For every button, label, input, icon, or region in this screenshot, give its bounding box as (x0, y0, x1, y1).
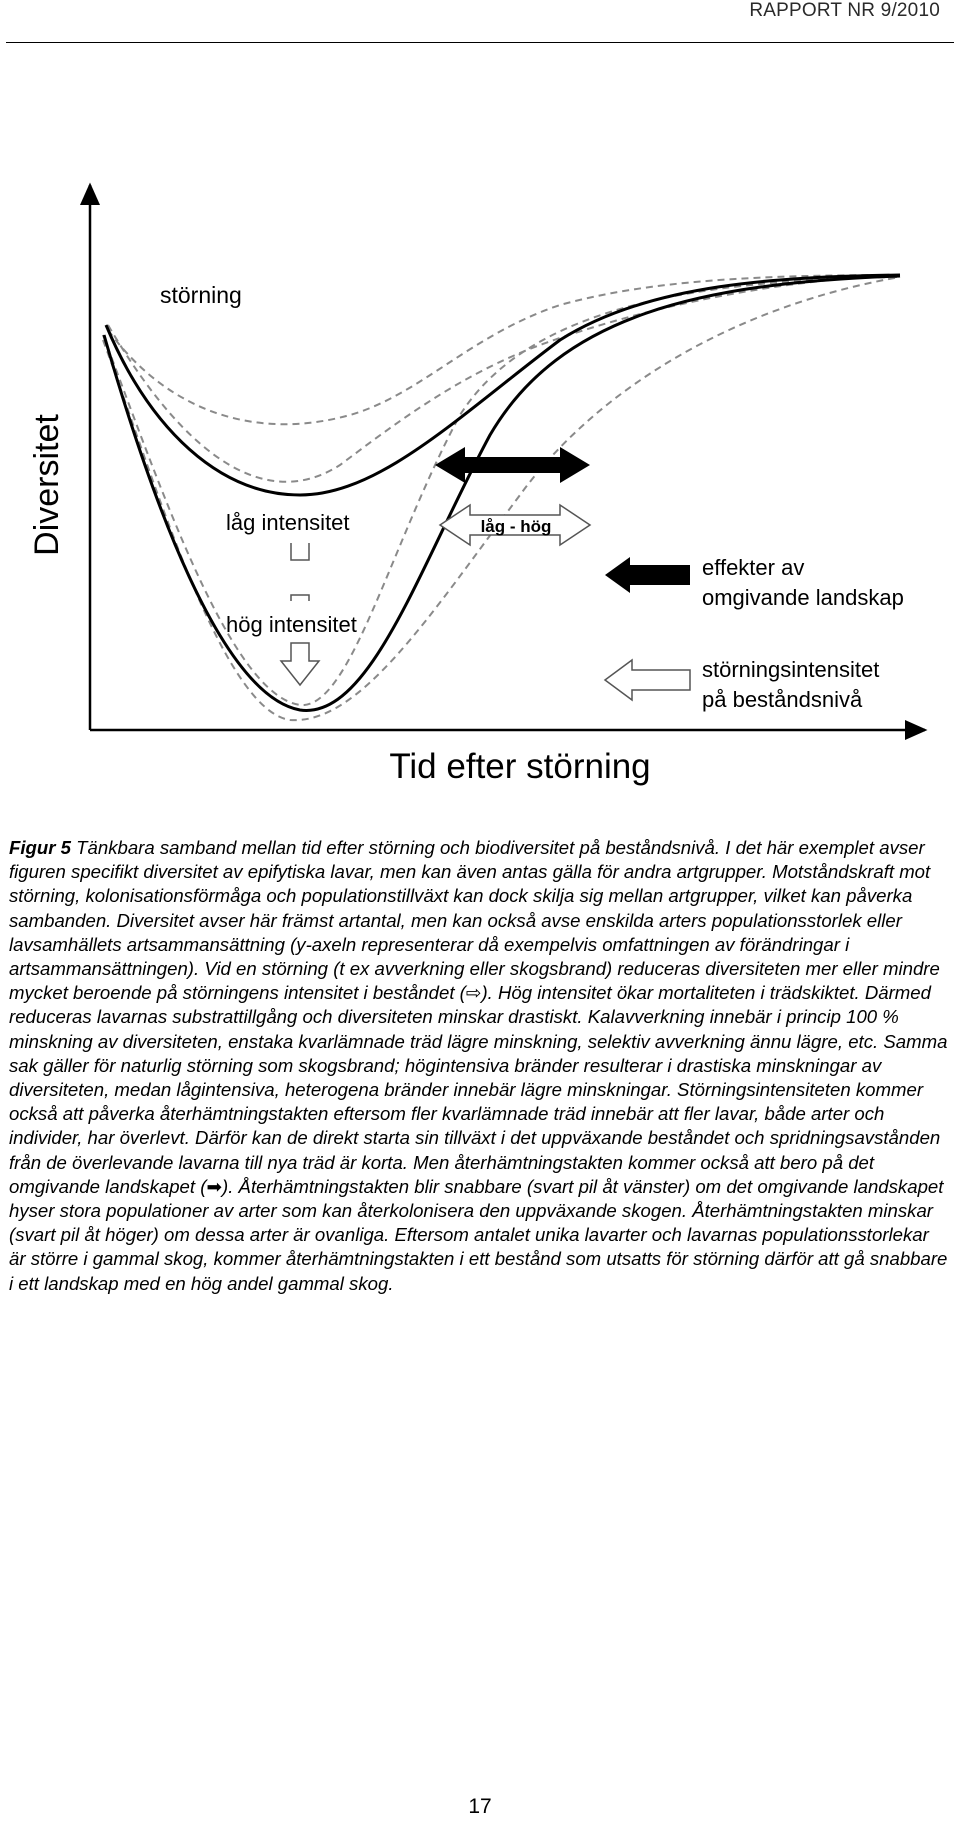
legend-landscape-line1: effekter av (702, 555, 804, 580)
intensity-double-arrow (438, 503, 592, 547)
legend-intensity-line2: på beståndsnivå (702, 687, 863, 712)
caption-text-2: ). Hög intensitet ökar mortaliteten i tr… (9, 982, 948, 1197)
legend-hollow-arrow (603, 658, 691, 702)
low-intensity-marker (290, 543, 310, 561)
curve-low-intensity (104, 273, 901, 497)
curve-low-shallow-dashed (107, 274, 901, 426)
high-intensity-marker (279, 594, 321, 687)
diversity-diagram: låg - hög störning låg intensitet hög in… (28, 182, 928, 786)
header-divider (6, 42, 954, 43)
x-axis-label: Tid efter störning (389, 747, 650, 786)
solid-arrow-icon: ➡ (206, 1175, 223, 1197)
legend-landscape-line2: omgivande landskap (702, 585, 904, 610)
legend-intensity-line1: störningsintensitet (702, 657, 879, 682)
report-header: RAPPORT NR 9/2010 (749, 0, 940, 21)
label-low-intensity: låg intensitet (226, 510, 350, 535)
label-high-intensity: hög intensitet (226, 612, 357, 637)
curve-low-late-dashed (107, 274, 901, 483)
figure-caption: Figur 5 Tänkbara samband mellan tid efte… (9, 836, 949, 1296)
caption-text-1: Tänkbara samband mellan tid efter störni… (9, 837, 940, 1004)
label-disturbance: störning (160, 282, 242, 308)
page-number: 17 (468, 1795, 492, 1818)
legend-solid-arrow (605, 557, 690, 593)
figure-5: låg - hög störning låg intensitet hög in… (0, 165, 960, 805)
y-axis-label: Diversitet (28, 414, 66, 556)
curve-high-late-dashed (102, 276, 901, 722)
caption-text-3: ). Återhämtningstakten blir snabbare (sv… (9, 1175, 948, 1294)
label-low-high: låg - hög (481, 517, 552, 536)
hollow-arrow-icon: ⇨ (465, 982, 482, 1004)
landscape-double-arrow (435, 447, 590, 483)
curve-high-intensity (102, 274, 901, 712)
caption-lead: Figur 5 (9, 837, 71, 858)
